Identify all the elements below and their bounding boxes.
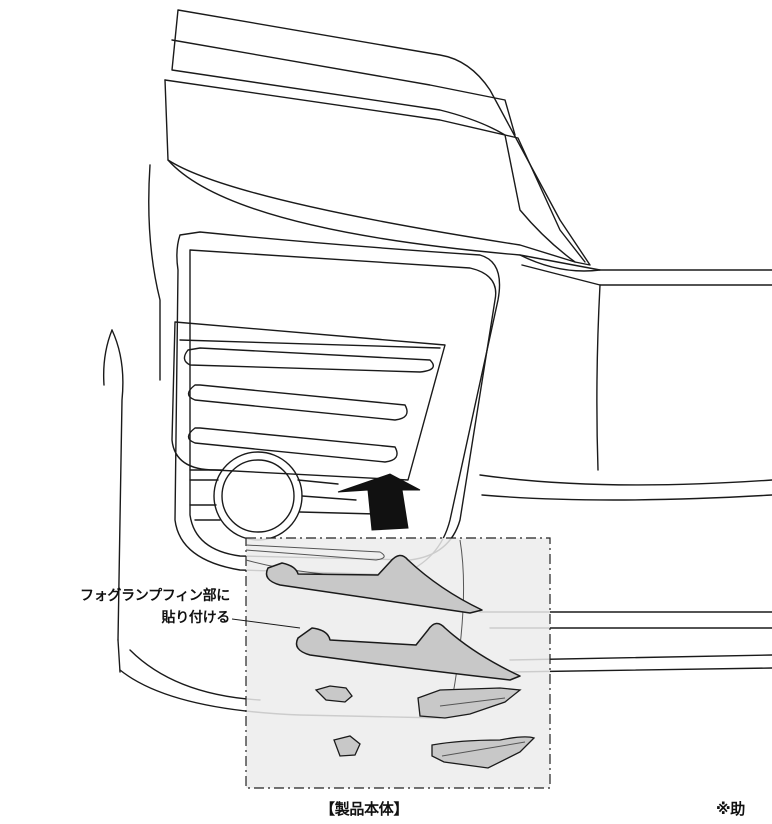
fin-part-upper (265, 554, 483, 614)
fog-lamp-surround (171, 231, 501, 576)
callout-text-line1: フォグランプフィン部に (80, 588, 230, 604)
grille-slots (183, 347, 434, 463)
callout-text-line2: 貼り付ける (161, 610, 231, 626)
install-direction-arrow (337, 473, 421, 531)
fin-part-lower (295, 622, 521, 681)
callout-leader (231, 618, 301, 629)
fog-lamp (189, 451, 377, 541)
fin-part-small-left (314, 685, 353, 703)
note-text: ※助 (716, 800, 745, 818)
headlight (164, 9, 591, 266)
fin-part-bottom-right (431, 736, 536, 769)
fin-part-small-right (417, 687, 522, 719)
fin-part-bottom-left (333, 735, 361, 757)
product-caption: 【製品本体】 (320, 800, 409, 818)
